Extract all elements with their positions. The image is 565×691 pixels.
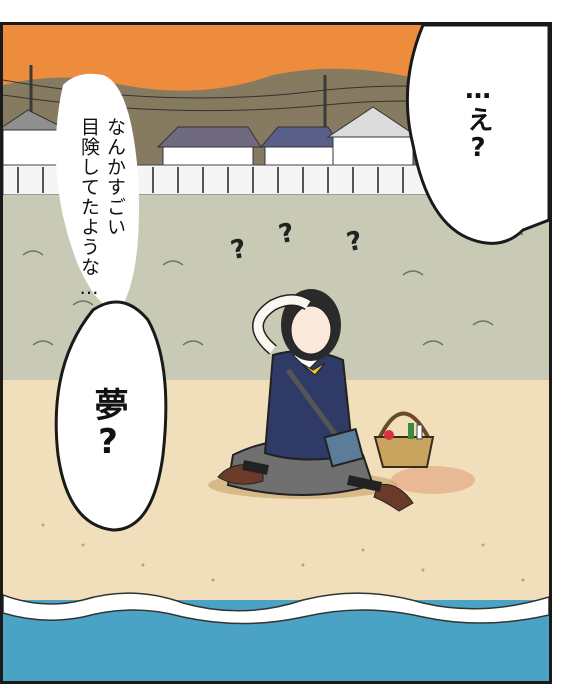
- picnic-basket: [373, 411, 475, 494]
- thought-text-col2: 目険してたような…: [78, 117, 100, 300]
- wave-foam: [3, 592, 549, 625]
- speech-bubble-dream: [54, 300, 168, 532]
- schoolgirl-character: [208, 289, 414, 512]
- speech-bubble-right: [405, 25, 549, 245]
- speech-text-dream: 夢?: [88, 387, 128, 463]
- speech-text-right: …え?: [463, 75, 493, 164]
- thought-text-col1: なんかすごい: [104, 117, 126, 237]
- thought-bubble-left: [55, 73, 139, 309]
- manga-panel: …え? なんかすごい 目険してたような… 夢? ? ? ?: [0, 22, 552, 684]
- beach-scene-illustration: [3, 25, 549, 681]
